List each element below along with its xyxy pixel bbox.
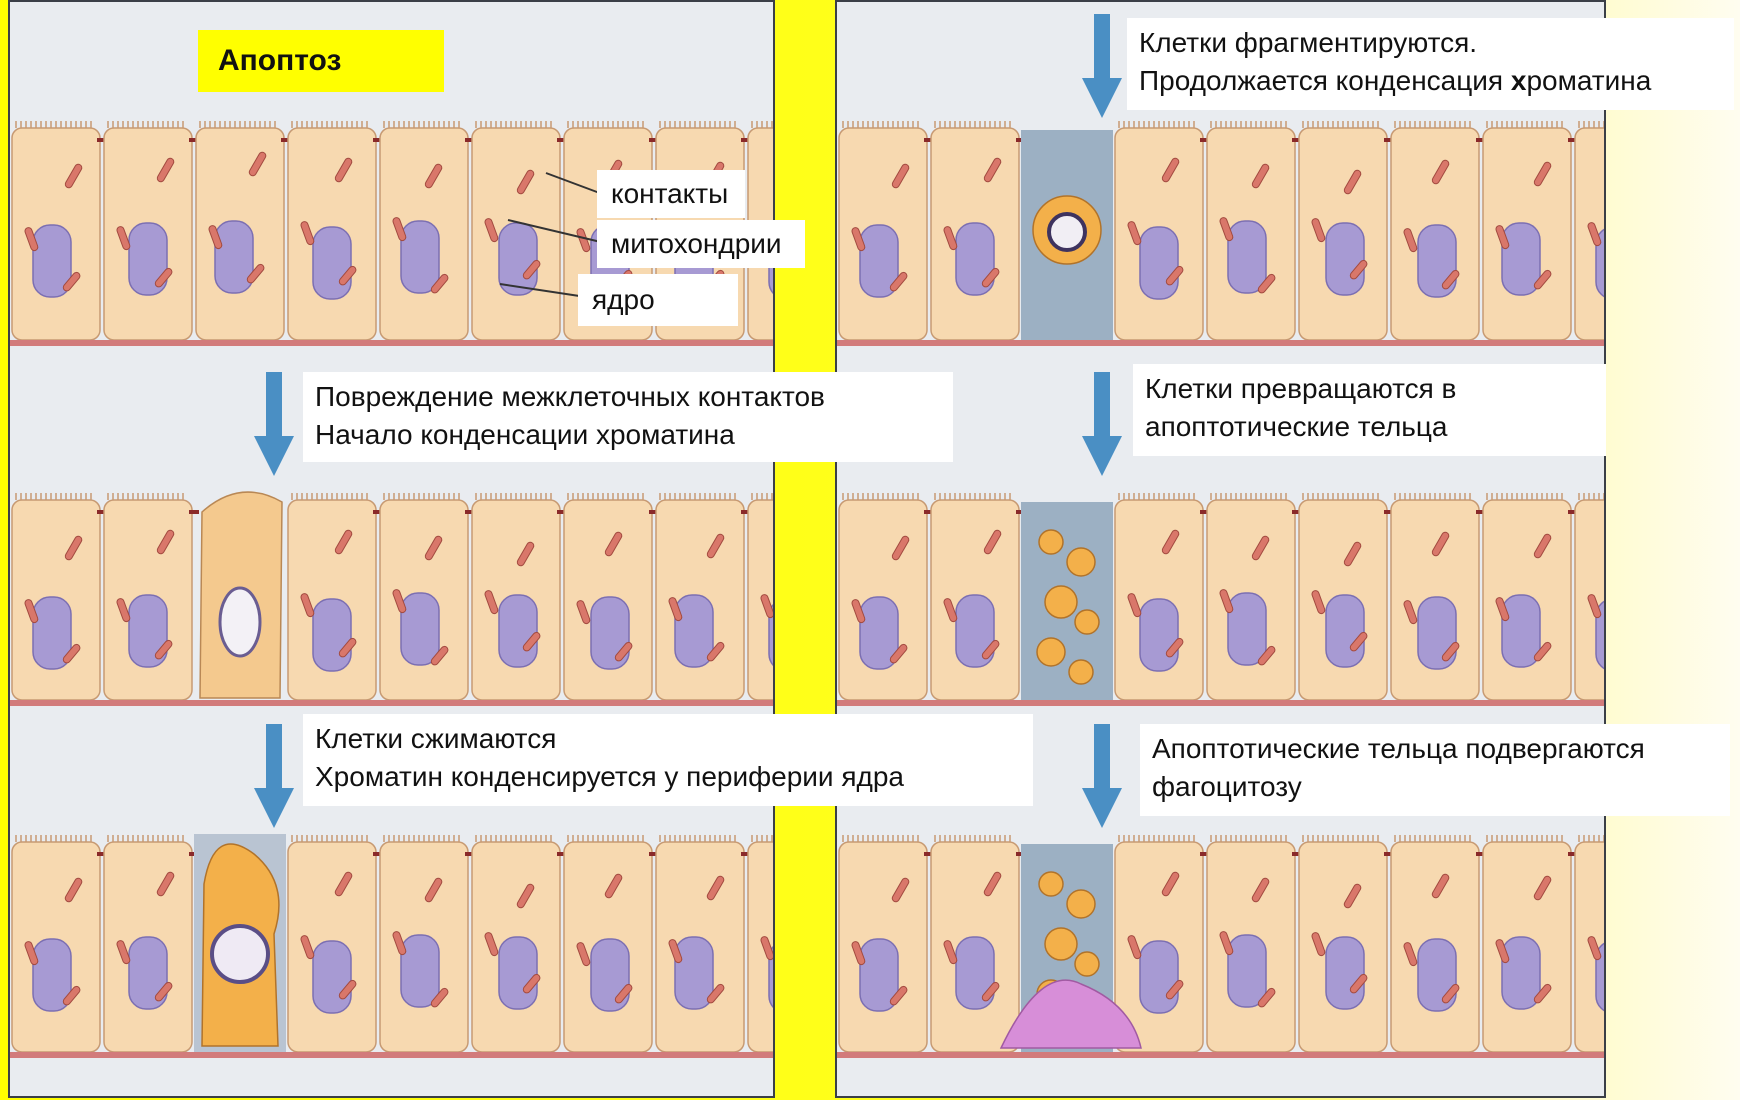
caption-step2-line1: Клетки сжимаются — [315, 720, 1021, 758]
caption-step1-line2: Начало конденсации хроматина — [315, 416, 941, 454]
caption-step4-line1: Клетки превращаются в — [1145, 370, 1594, 408]
caption-step5-line2: фагоцитозу — [1152, 768, 1718, 806]
caption-step3-line2-bold: х — [1511, 65, 1527, 96]
label-contacts: контакты — [597, 170, 745, 218]
down-arrow-icon — [1080, 14, 1124, 120]
caption-step1: Повреждение межклеточных контактов Начал… — [303, 372, 953, 462]
caption-step4: Клетки превращаются в апоптотические тел… — [1133, 364, 1606, 456]
caption-step3-line1: Клетки фрагментируются. — [1139, 24, 1722, 62]
down-arrow-icon — [1080, 372, 1124, 478]
caption-step3-line2-b: роматина — [1526, 65, 1651, 96]
down-arrow-icon — [252, 724, 296, 830]
caption-step1-line1: Повреждение межклеточных контактов — [315, 378, 941, 416]
caption-step4-line2: апоптотические тельца — [1145, 408, 1594, 446]
caption-step5: Апоптотические тельца подвергаются фагоц… — [1140, 724, 1730, 816]
caption-step2: Клетки сжимаются Хроматин конденсируется… — [303, 714, 1033, 806]
label-nucleus: ядро — [578, 274, 738, 326]
down-arrow-icon — [252, 372, 296, 478]
down-arrow-icon — [1080, 724, 1124, 830]
caption-step5-line1: Апоптотические тельца подвергаются — [1152, 730, 1718, 768]
caption-step3-line2-a: Продолжается конденсация — [1139, 65, 1511, 96]
caption-step3-line2: Продолжается конденсация хроматина — [1139, 62, 1722, 100]
label-mitochondria: митохондрии — [597, 220, 805, 268]
caption-step2-line2: Хроматин конденсируется у периферии ядра — [315, 758, 1021, 796]
caption-step3: Клетки фрагментируются. Продолжается кон… — [1127, 18, 1734, 110]
